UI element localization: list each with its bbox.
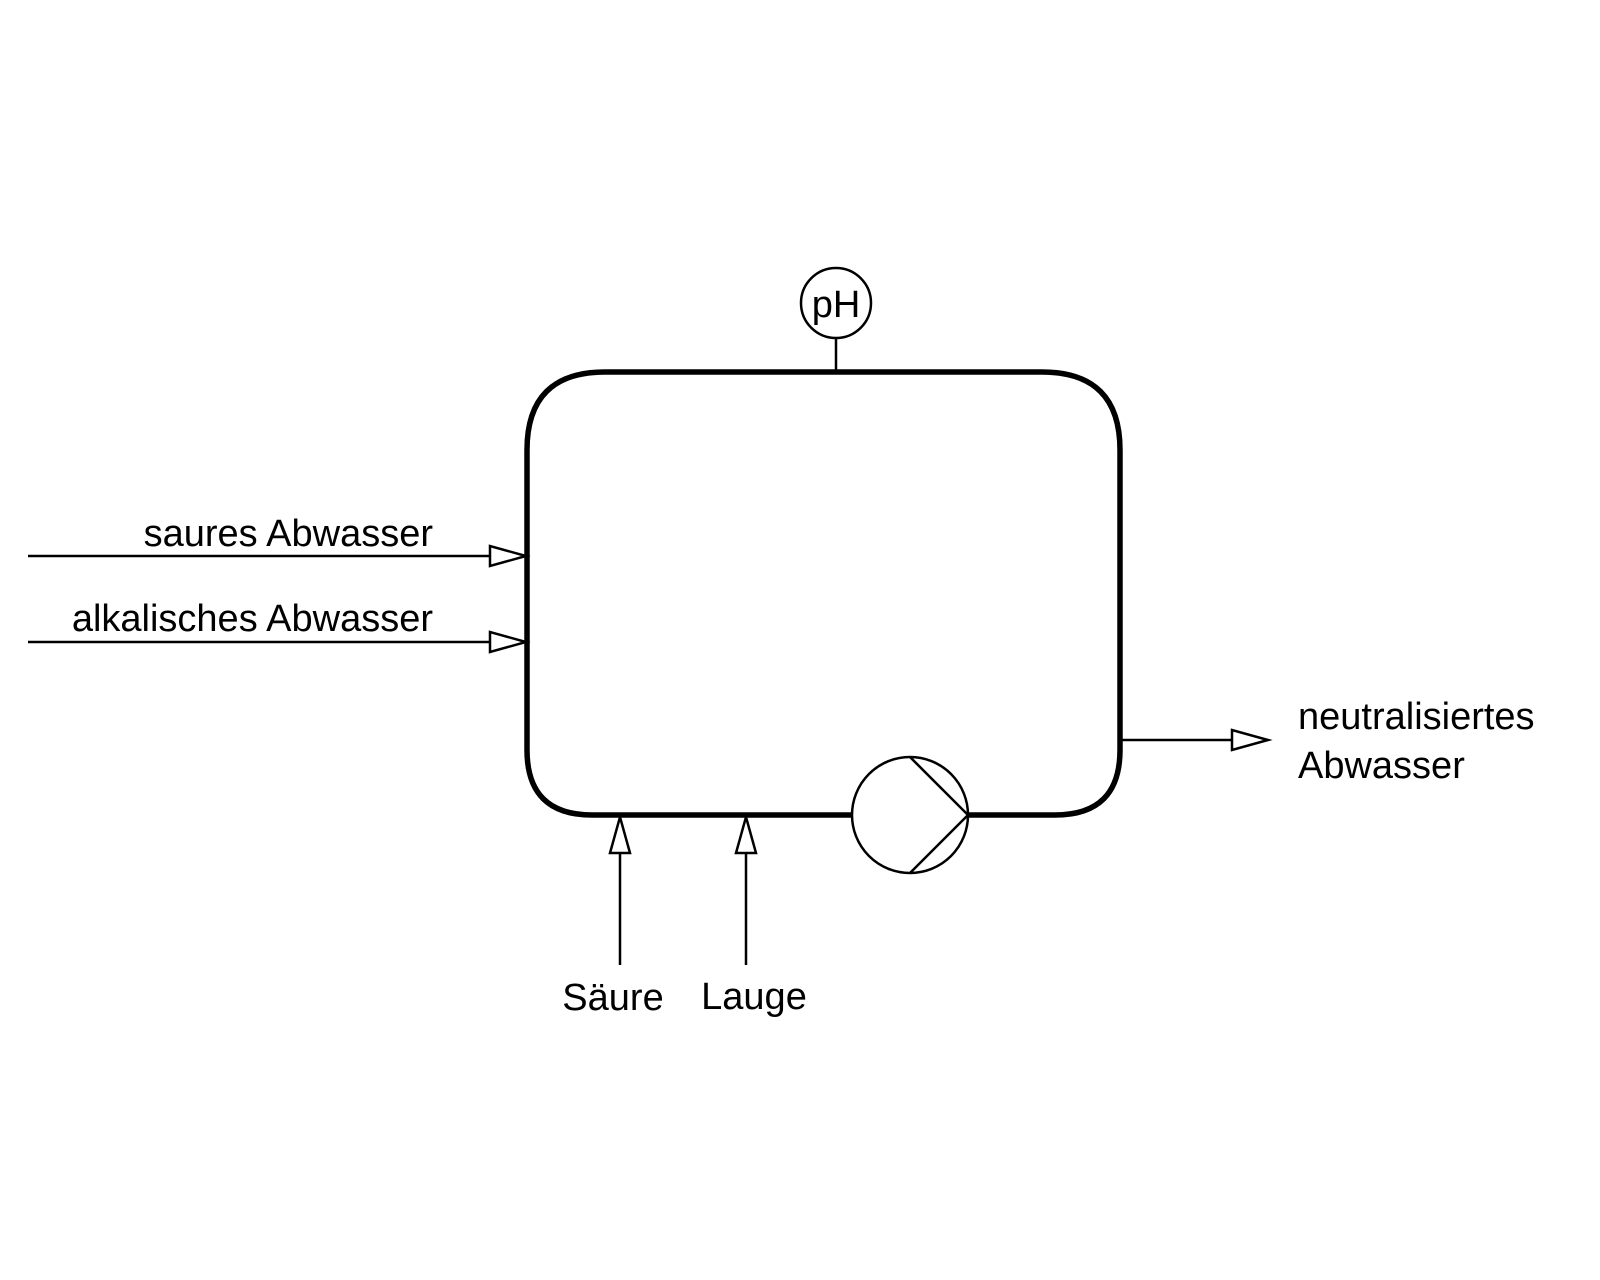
inlet-alkaline-arrow	[488, 630, 531, 654]
inlet-acid-arrow	[488, 544, 531, 568]
dosing-base-arrow	[734, 812, 758, 855]
pump-icon	[850, 755, 970, 875]
tank-outline	[524, 369, 1123, 818]
dosing-base-label: Lauge	[701, 976, 807, 1018]
outlet-stream	[1120, 728, 1273, 752]
inlet-acid-stream	[28, 544, 531, 568]
outlet-label-line2: Abwasser	[1298, 745, 1465, 787]
dosing-acid-arrow	[608, 812, 632, 855]
outlet-label-line1: neutralisiertes	[1298, 696, 1535, 738]
ph-sensor-label: pH	[812, 284, 861, 326]
inlet-alkaline-label: alkalisches Abwasser	[72, 598, 434, 640]
inlet-acid-label: saures Abwasser	[144, 513, 434, 555]
dosing-acid-stream	[608, 812, 632, 965]
outlet-arrow	[1230, 728, 1273, 752]
ph-sensor-icon: pH	[799, 266, 873, 372]
dosing-base-stream	[734, 812, 758, 965]
inlet-alkaline-stream	[28, 630, 531, 654]
dosing-acid-label: Säure	[562, 977, 663, 1019]
